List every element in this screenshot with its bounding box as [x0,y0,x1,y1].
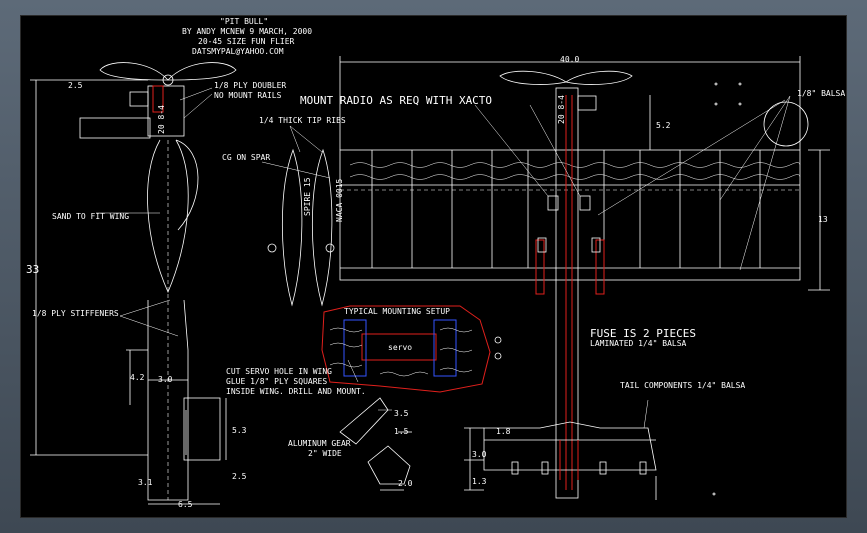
prop-blade-left [99,62,169,81]
label-fuse-2: LAMINATED 1/4" BALSA [590,339,687,348]
label-tail: TAIL COMPONENTS 1/4" BALSA [620,381,745,390]
label-cut-servo-3: INSIDE WING. DRILL AND MOUNT. [226,387,366,396]
rib-label-3: 20 8-4 [157,105,166,134]
dim-40: 40.0 [560,55,579,64]
rib-label-4: 20 8-4 [557,95,566,124]
dim-20: 2.0 [398,479,413,488]
gear-leg-1 [339,397,389,445]
stray-marks [712,82,742,496]
motor-mount [147,85,185,137]
dim-42: 4.2 [130,373,145,382]
label-ply-doubler: 1/8 PLY DOUBLER [214,81,286,90]
dim-25b: 2.5 [232,472,247,481]
title-size: 20-45 SIZE FUN FLIER [198,37,295,46]
label-thick-tip: 1/4 THICK TIP RIBS [259,116,346,125]
prop-blade-right [167,62,237,81]
dim-3: 3.1 [138,478,153,487]
label-cut-servo-1: CUT SERVO HOLE IN WING [226,367,332,376]
mounting-setup: servo [321,305,502,393]
stab-outline [483,421,657,471]
label-stiffeners: 1/8 PLY STIFFENERS [32,309,119,318]
title-author: BY ANDY MCNEW 9 MARCH, 2000 [182,27,312,36]
tail-view [464,399,657,500]
landing-gear [339,397,412,491]
dim-15: 1.5 [394,427,409,436]
title-email: DATSMYPAL@YAHOO.COM [192,47,284,56]
label-mount-rails: NO MOUNT RAILS [214,91,282,100]
cad-canvas[interactable]: "PIT BULL" BY ANDY MCNEW 9 MARCH, 2000 2… [20,15,847,518]
servo-label: servo [388,343,412,352]
dim-53: 5.3 [232,426,247,435]
wing-curve [175,139,199,231]
dim-30: 3.0 [158,375,173,384]
sheeting-pattern-2 [349,174,801,180]
label-mount-radio: MOUNT RADIO AS REQ WITH XACTO [300,94,492,107]
label-balsa-18: 1/8" BALSA [797,89,845,98]
dim-33: 33 [26,263,39,276]
dim-65: 6.5 [178,500,193,509]
label-sand: SAND TO FIT WING [52,212,129,221]
wing-plan-view: 20 8-4 40.0 5.2 13 [339,55,830,499]
mount-outline [321,305,491,393]
spinner [162,74,174,86]
fuselage-side [555,87,579,499]
label-gear-1: ALUMINUM GEAR [288,439,351,448]
dim-25a: 2.5 [68,81,83,90]
label-typical: TYPICAL MOUNTING SETUP [344,307,450,316]
label-fuse-1: FUSE IS 2 PIECES [590,327,696,340]
rib-profiles: SPIRE 15 NACA 0015 [261,125,344,307]
label-cut-servo-2: GLUE 1/8" PLY SQUARES [226,377,327,386]
title-name: "PIT BULL" [220,17,268,26]
rib-label-1: SPIRE 15 [303,177,312,216]
tail-block [183,397,221,461]
rib-label-2: NACA 0015 [335,178,344,222]
motor-red [152,85,164,113]
fuselage-top-view: 33 2.5 4.2 3.0 5.3 2.5 3.1 6.5 20 8-4 [26,62,247,509]
rail-block [129,91,149,107]
rib-profile-1 [282,148,303,307]
dim-13b: 1.3 [472,477,487,486]
servo-box [361,333,437,361]
dim-35: 3.5 [394,409,409,418]
sheeting-pattern-1 [349,162,801,168]
label-gear-2: 2" WIDE [308,449,342,458]
fuselage-body [147,299,189,501]
drawing: "PIT BULL" BY ANDY MCNEW 9 MARCH, 2000 2… [26,17,845,509]
label-cg: CG ON SPAR [222,153,270,162]
side-rail [79,117,151,139]
wing-ribs [371,150,761,268]
wing-outline [339,149,801,281]
rib-profile-2 [312,148,333,307]
dim-52: 5.2 [656,121,671,130]
dim-18: 1.8 [496,427,511,436]
dim-13: 13 [818,215,828,224]
dim-30b: 3.0 [472,450,487,459]
gear-leg-2 [367,445,411,485]
wing-section-view [147,139,189,294]
